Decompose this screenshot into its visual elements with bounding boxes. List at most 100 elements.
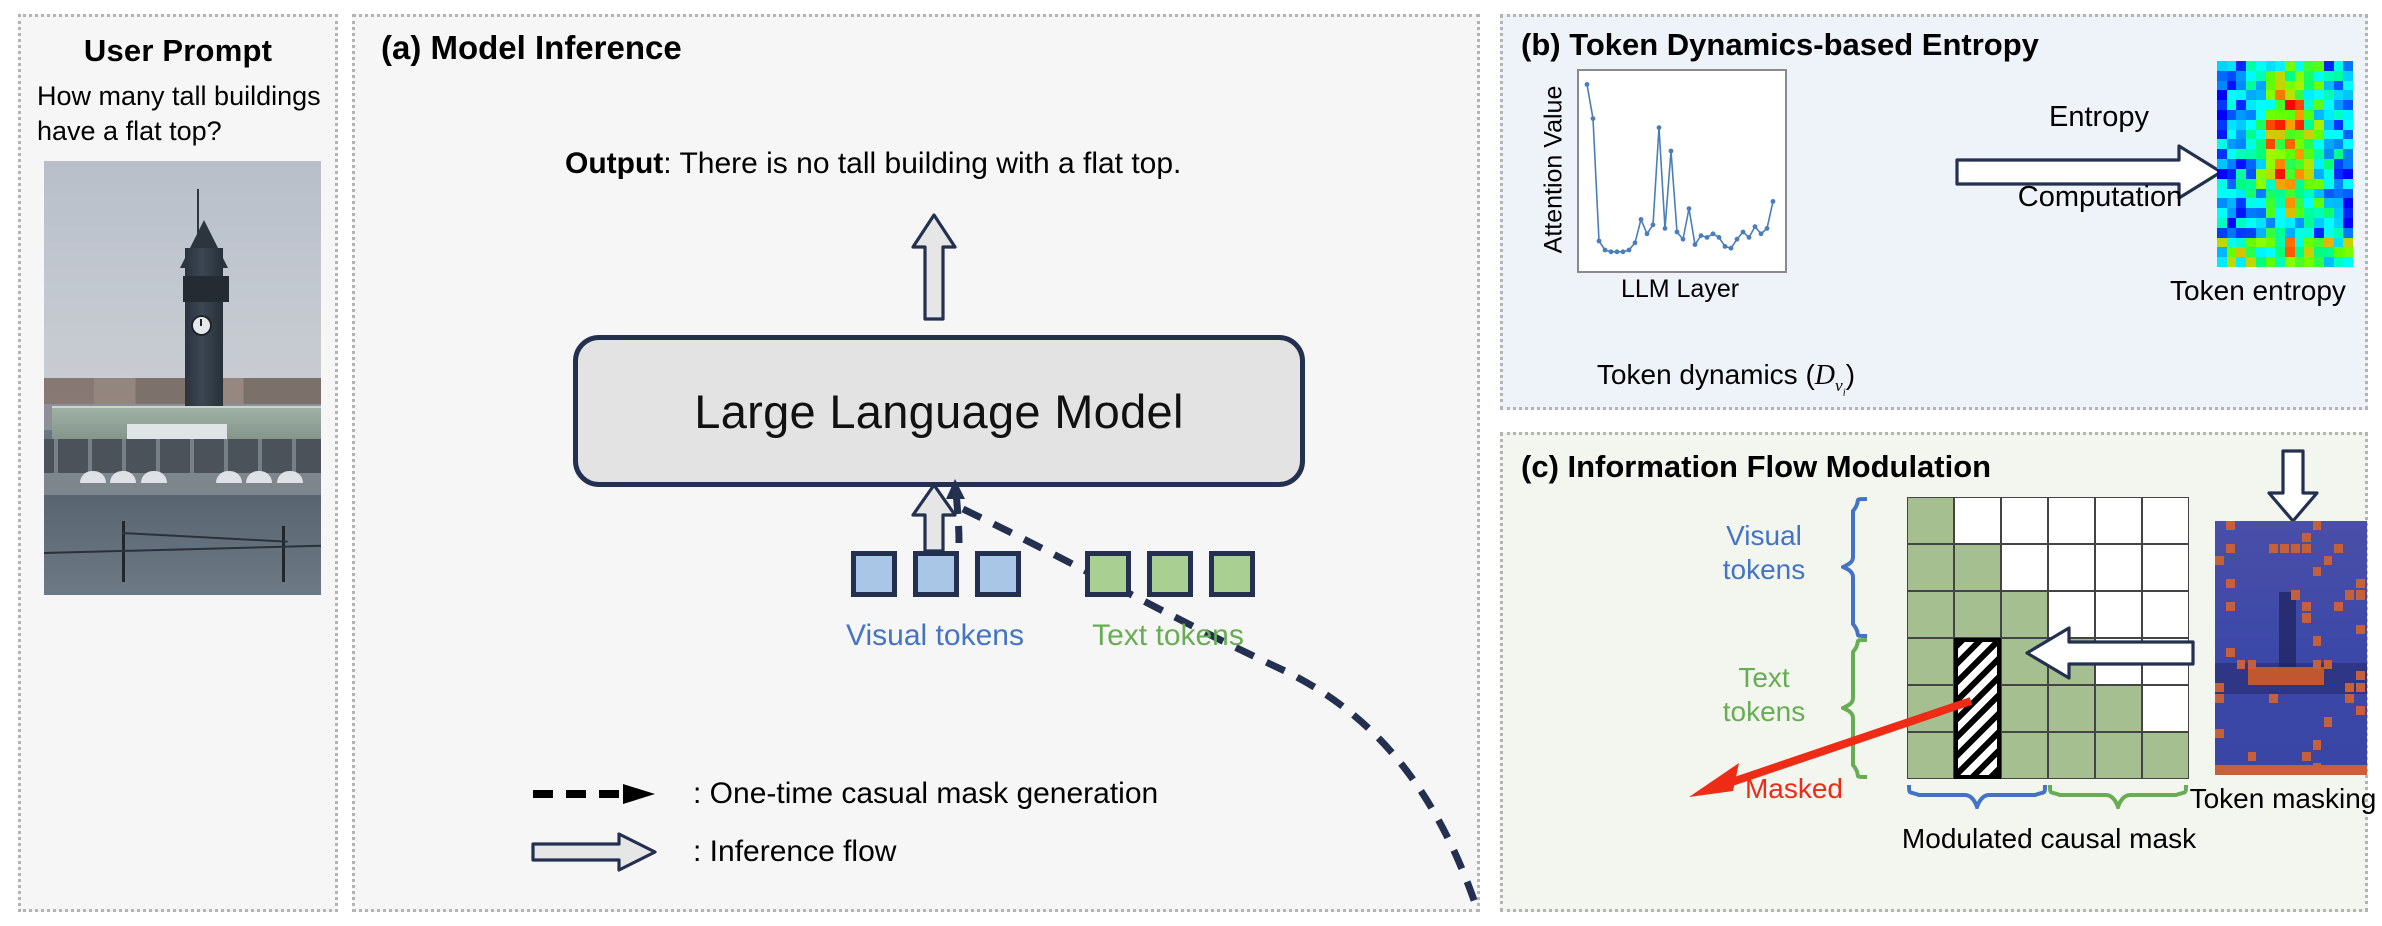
mask-cell-r1-c4 [2048,497,2095,544]
entropy-patch [2255,168,2267,180]
entropy-patch [2294,110,2306,121]
panel-a-title: (a) Model Inference [381,29,682,66]
visual-token-2 [913,551,959,597]
entropy-patch [2275,188,2286,199]
entropy-patch [2333,129,2344,141]
entropy-patch [2275,70,2286,82]
entropy-patch [2217,90,2228,101]
masked-pointer-arrow [1681,691,1981,801]
entropy-patch [2226,159,2238,170]
entropy-patch [2255,198,2267,209]
masked-token-patch [2334,544,2344,554]
entropy-patch [2314,119,2325,131]
entropy-patch [2217,257,2228,267]
entropy-patch [2255,149,2267,160]
entropy-patch [2255,90,2267,101]
token-masking-caption: Token masking [2189,783,2377,814]
text-token-1 [1085,551,1131,597]
entropy-patch [2285,61,2296,72]
mask-cell-r6-c3 [2001,732,2048,779]
entropy-patch [2265,227,2276,239]
entropy-patch [2304,237,2315,248]
entropy-patch [2294,198,2306,209]
entropy-patch [2246,90,2257,101]
mask-cell-r2-c2 [1954,544,2001,591]
masked-token-patch [2334,601,2344,612]
entropy-patch [2236,100,2247,111]
entropy-patch [2236,257,2247,267]
entropy-patch [2294,119,2306,131]
entropy-patch [2275,168,2286,180]
entropy-patch [2217,61,2228,72]
entropy-patch [2275,139,2286,150]
entropy-patch [2343,110,2353,121]
entropy-patch [2314,129,2325,141]
masked-token-patch [2312,740,2322,750]
text-token-2 [1147,551,1193,597]
entropy-patch [2275,149,2286,160]
entropy-patch [2255,159,2267,170]
mask-cell-r3-c4 [2048,591,2095,638]
entropy-patch [2314,168,2325,180]
prompt-photo [44,161,321,595]
mask-cell-r1-c1 [1907,497,1954,544]
dashed-arrow-icon [531,783,681,805]
inference-arrow-up-output [911,213,957,321]
entropy-patch [2246,119,2257,131]
entropy-patch [2275,178,2286,190]
entropy-patch [2285,208,2296,219]
entropy-patch [2246,129,2257,141]
token-masking-heatmap [2215,521,2367,775]
entropy-patch [2217,168,2228,180]
entropy-patch [2226,80,2238,92]
masked-token-patch [2269,544,2278,554]
entropy-patch [2226,208,2238,219]
entropy-patch [2304,178,2315,190]
bracket-visual-rows [1838,497,1869,638]
masked-token-patch [2215,694,2224,704]
entropy-patch [2226,178,2238,190]
entropy-patch [2323,149,2335,160]
entropy-patch [2333,90,2344,101]
mask-cell-r4-c1 [1907,638,1954,685]
entropy-patch [2265,90,2276,101]
entropy-patch [2246,139,2257,150]
masked-token-patch [2356,671,2365,681]
masked-token-patch [2301,601,2311,612]
entropy-patch [2255,188,2267,199]
entropy-patch [2255,129,2267,141]
entropy-patch [2255,80,2267,92]
entropy-patch [2333,159,2344,170]
masked-token-patch [2215,728,2224,739]
entropy-patch [2294,80,2306,92]
entropy-patch [2265,100,2276,111]
entropy-patch [2255,70,2267,82]
mask-cell-r1-c5 [2095,497,2142,544]
entropy-patch [2314,198,2325,209]
mask-cell-r5-c3 [2001,685,2048,732]
entropy-patch [2217,129,2228,141]
entropy-patch [2217,188,2228,199]
masked-token-patch [2323,555,2333,565]
entropy-patch [2304,119,2315,131]
entropy-patch [2246,70,2257,82]
entropy-patch [2246,217,2257,229]
mask-cell-r2-c5 [2095,544,2142,591]
entropy-patch [2236,208,2247,219]
entropy-patch [2226,129,2238,141]
masked-token-patch [2301,544,2311,554]
entropy-patch [2246,61,2257,72]
entropy-patch [2343,208,2353,219]
entropy-patch [2314,188,2325,199]
entropy-patch [2226,247,2238,258]
entropy-patch [2275,227,2286,239]
user-prompt-title: User Prompt [83,33,273,68]
token-entropy-heatmap [2217,61,2353,267]
entropy-patch [2314,237,2325,248]
entropy-patch [2294,159,2306,170]
masking-tower-shape [2278,592,2296,679]
entropy-patch [2236,61,2247,72]
